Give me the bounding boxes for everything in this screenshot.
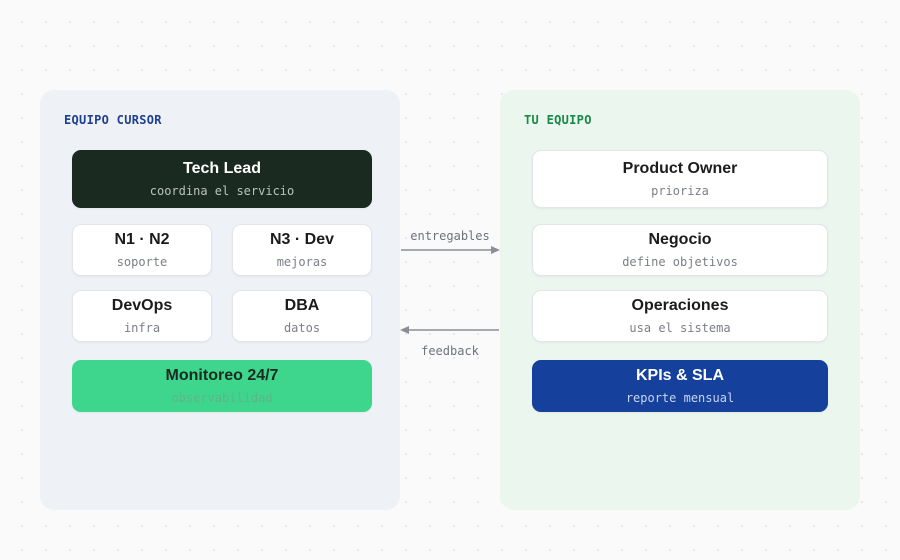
n1-n2-card: N1 · N2 soporte xyxy=(72,224,212,276)
card-subtitle: infra xyxy=(123,321,161,335)
card-title: N1 · N2 xyxy=(114,231,170,248)
equipo-cursor-panel: EQUIPO CURSOR Tech Lead coordina el serv… xyxy=(40,90,400,510)
entregables-label: entregables xyxy=(410,229,490,243)
card-title: Product Owner xyxy=(622,160,738,177)
product-owner-card: Product Owner prioriza xyxy=(532,150,828,208)
feedback-arrowhead-icon xyxy=(400,326,409,334)
panel-title: EQUIPO CURSOR xyxy=(64,113,162,127)
devops-card: DevOps infra xyxy=(72,290,212,342)
card-title: KPIs & SLA xyxy=(635,367,724,384)
kpis-sla-card: KPIs & SLA reporte mensual xyxy=(532,360,828,412)
feedback-label: feedback xyxy=(421,344,479,358)
card-subtitle: observabilidad xyxy=(171,391,273,405)
card-subtitle: coordina el servicio xyxy=(149,184,295,198)
monitoreo-card: Monitoreo 24/7 observabilidad xyxy=(72,360,372,412)
negocio-card: Negocio define objetivos xyxy=(532,224,828,276)
card-subtitle: datos xyxy=(283,321,321,335)
tu-equipo-panel: TU EQUIPO Product Owner prioriza Negocio… xyxy=(500,90,860,510)
operaciones-card: Operaciones usa el sistema xyxy=(532,290,828,342)
card-title: DevOps xyxy=(111,297,173,314)
card-subtitle: define objetivos xyxy=(622,255,738,269)
card-subtitle: usa el sistema xyxy=(629,321,731,335)
card-subtitle: mejoras xyxy=(276,255,328,269)
card-title: N3 · Dev xyxy=(269,231,335,248)
card-title: Negocio xyxy=(648,231,712,248)
panel-title: TU EQUIPO xyxy=(524,113,592,127)
card-title: DBA xyxy=(284,297,320,314)
card-title: Monitoreo 24/7 xyxy=(165,367,279,384)
card-subtitle: soporte xyxy=(116,255,168,269)
card-title: Tech Lead xyxy=(183,160,261,177)
n3-dev-card: N3 · Dev mejoras xyxy=(232,224,372,276)
card-subtitle: reporte mensual xyxy=(625,391,735,405)
card-subtitle: prioriza xyxy=(651,184,709,198)
dba-card: DBA datos xyxy=(232,290,372,342)
card-title: Operaciones xyxy=(631,297,729,314)
tech-lead-card: Tech Lead coordina el servicio xyxy=(72,150,372,208)
entregables-arrowhead-icon xyxy=(491,246,500,254)
